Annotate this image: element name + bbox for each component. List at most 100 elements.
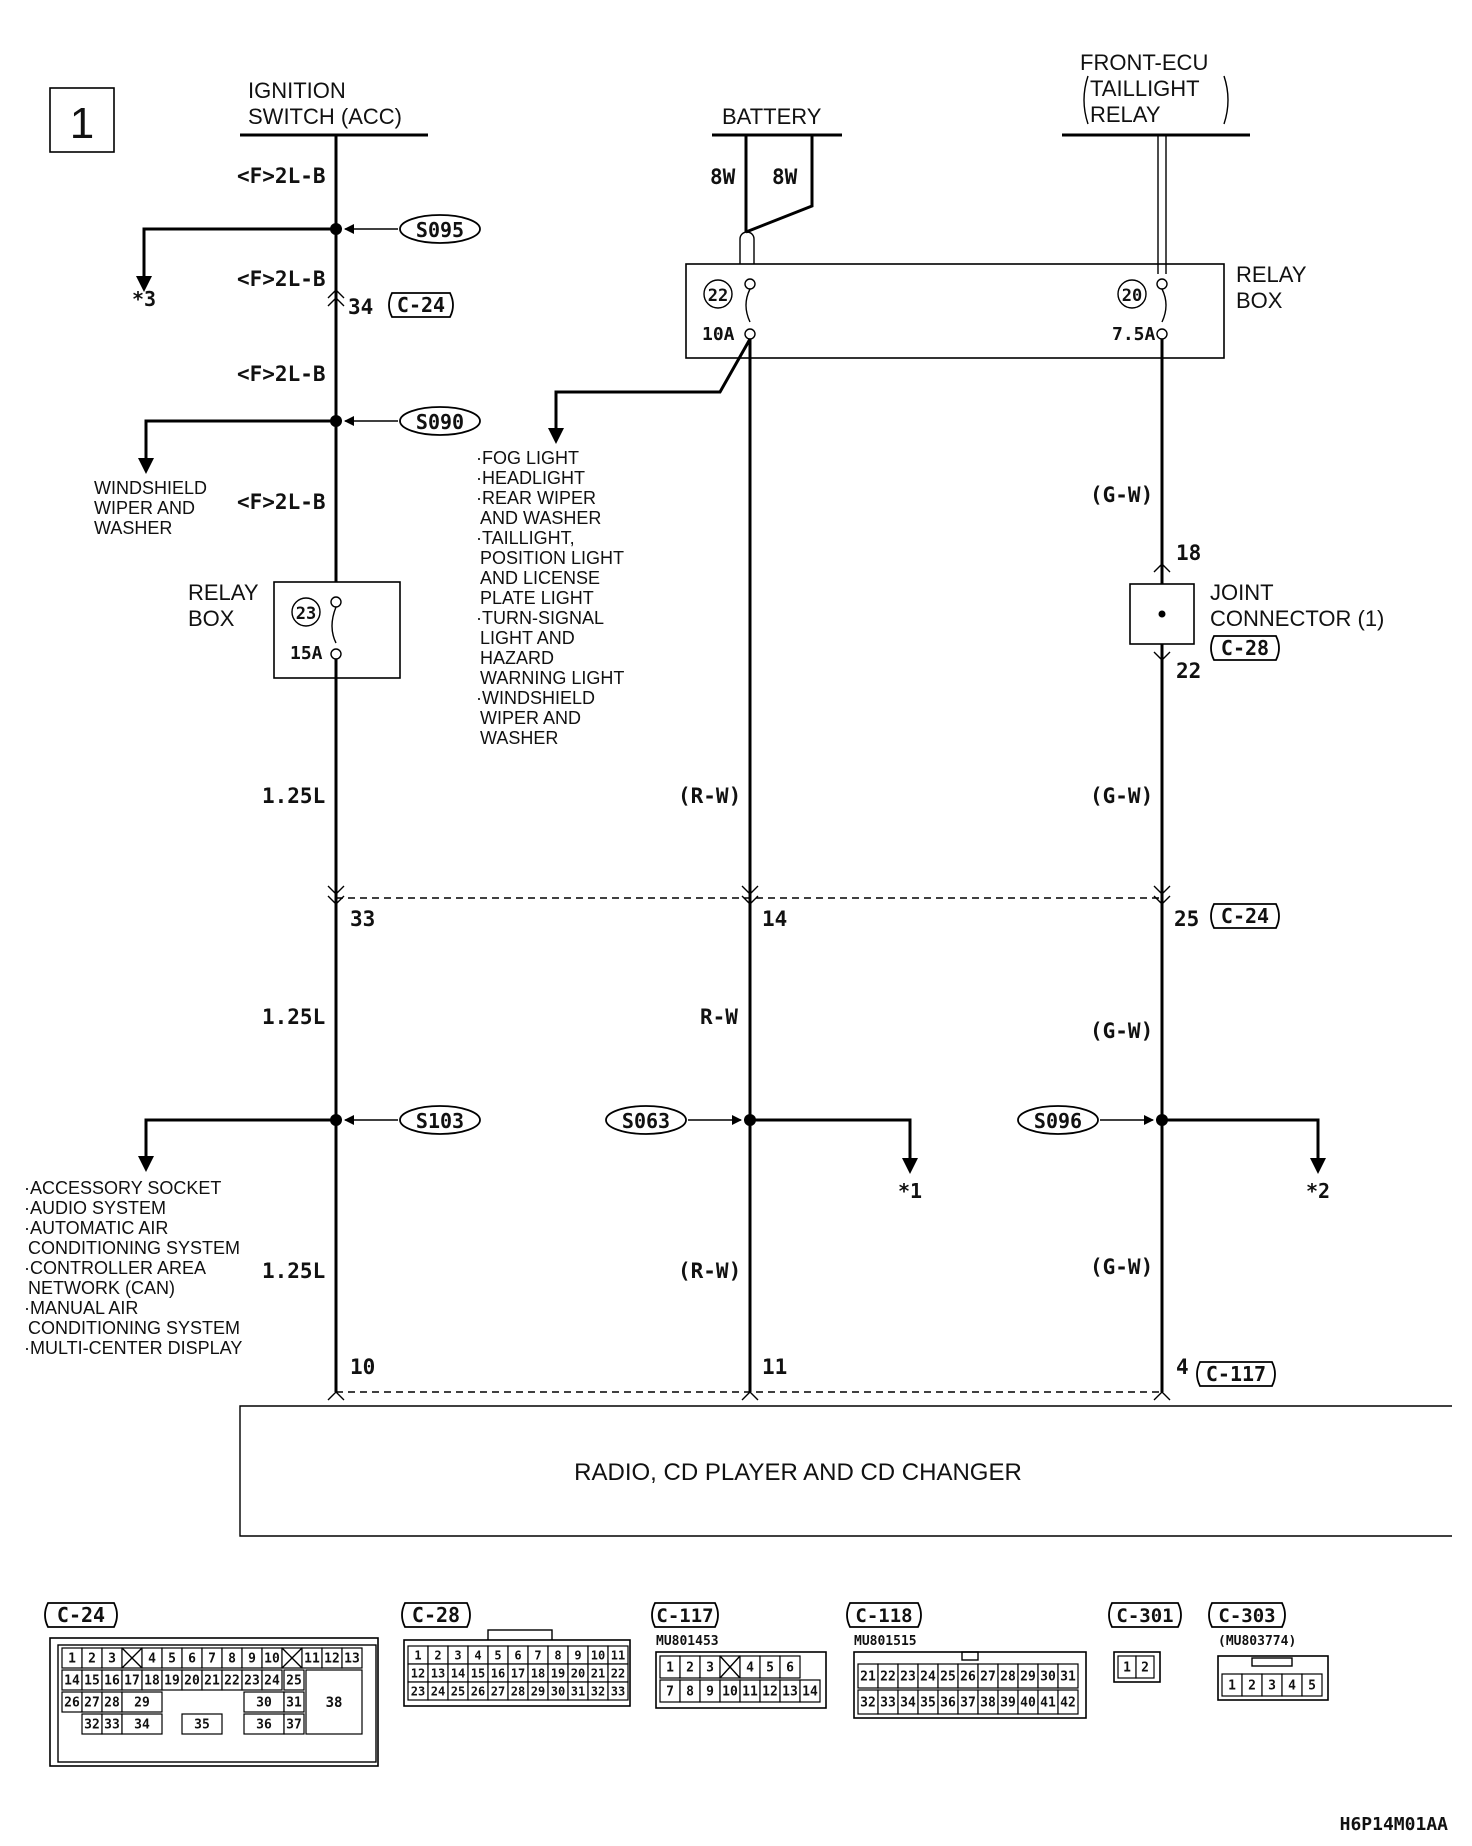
c24-pin-29-label: 29 [134, 1696, 150, 1711]
c24-pin-37-label: 37 [286, 1718, 302, 1733]
c117-crimp-left [327, 1391, 345, 1401]
c24-pin-34-label: 34 [134, 1718, 150, 1733]
splice-s090-pill [399, 406, 481, 436]
c118-part: MU801515 [854, 1634, 917, 1649]
c303-pin-2-label: 2 [1248, 1679, 1256, 1694]
lighting-item-10: LIGHT AND [480, 628, 575, 648]
wire-gw-1: (G-W) [1090, 483, 1153, 507]
branch-lighting-wire [554, 338, 752, 432]
c24-pin-3-label: 3 [108, 1652, 116, 1667]
c24-pin-6-label: 6 [188, 1652, 196, 1667]
acc-item-2: ·AUDIO SYSTEM [24, 1198, 166, 1218]
c24-pin-32-label: 32 [84, 1718, 100, 1733]
c24-pin-11-label: 11 [304, 1652, 320, 1667]
relay-box-upper-label-1: RELAY [1236, 262, 1307, 287]
c24-pin-26-label: 26 [64, 1696, 80, 1711]
branch-acc-wire [144, 1118, 336, 1160]
c28-pin-24-label: 24 [431, 1684, 445, 1698]
c28-pin-18-label: 18 [531, 1666, 545, 1680]
branch-ref2-wire [1162, 1118, 1320, 1162]
c303-pin-3-label: 3 [1268, 1679, 1276, 1694]
c24-pin-25-cell [283, 1669, 305, 1691]
c303-pin-5-cell [1301, 1673, 1323, 1697]
c24-pin-4-label: 4 [148, 1652, 156, 1667]
battery-wire-b [745, 135, 814, 234]
front-ecu-paren-left [1083, 75, 1089, 125]
front-ecu-paren-right [1223, 75, 1229, 125]
lighting-item-7: AND LICENSE [480, 568, 600, 588]
c24-pin-38-label: 38 [326, 1695, 343, 1711]
splice-s063-pill [605, 1105, 687, 1135]
c28-pin-8-label: 8 [554, 1648, 561, 1662]
ref-3: *3 [132, 287, 156, 311]
c24-pin-1-label: 1 [68, 1652, 76, 1667]
c28-pin-12-label: 12 [411, 1666, 425, 1680]
windshield-1: WINDSHIELD [94, 478, 207, 498]
c118-pin-36-label: 36 [940, 1696, 956, 1711]
c28-pin-20-label: 20 [571, 1666, 585, 1680]
c118-pin-33-label: 33 [880, 1696, 896, 1711]
c118-pin-38-label: 38 [980, 1696, 996, 1711]
c24-pin-20-label: 20 [184, 1674, 200, 1689]
wire-f2lb-1: <F>2L-B [237, 164, 326, 188]
c28-pin-16-label: 16 [491, 1666, 505, 1680]
c118-pin-26-label: 26 [960, 1670, 976, 1685]
c118-pin-25-label: 25 [940, 1670, 956, 1685]
lighting-item-4: AND WASHER [480, 508, 601, 528]
acc-item-4: CONDITIONING SYSTEM [28, 1238, 240, 1258]
c118-pin-27-label: 27 [980, 1670, 996, 1685]
c24-pin-38-cell [305, 1669, 363, 1735]
c24-pin-12-label: 12 [324, 1652, 340, 1667]
c28-pin-21-label: 21 [591, 1666, 605, 1680]
fuse-22: 22 [708, 286, 728, 306]
c117-pin-3-label: 3 [706, 1661, 714, 1676]
wire-f2lb-4: <F>2L-B [237, 490, 326, 514]
fuse-20-circle [1117, 279, 1147, 309]
c117-pin-9-label: 9 [706, 1685, 714, 1700]
c301-pin-2-label: 2 [1141, 1661, 1149, 1676]
ref-2: *2 [1306, 1179, 1330, 1203]
c24-pin-24-cell [261, 1669, 283, 1691]
c118-pin-39-label: 39 [1000, 1696, 1016, 1711]
c303-pin-4-label: 4 [1288, 1679, 1296, 1694]
acc-item-7: ·MANUAL AIR [24, 1298, 138, 1318]
wire-125-3: 1.25L [262, 1259, 325, 1283]
acc-item-9: ·MULTI-CENTER DISPLAY [24, 1338, 242, 1358]
fuse-23: 23 [296, 604, 316, 624]
c24-pin-blank3-blank [121, 1647, 143, 1669]
c28-pin-5-label: 5 [494, 1648, 501, 1662]
c118-pin-42-cell [1057, 1689, 1079, 1715]
page-number-box [49, 87, 115, 153]
c28-pin-25-label: 25 [451, 1684, 465, 1698]
c24-pin-9-label: 9 [248, 1652, 256, 1667]
connector-c118-label: C-118 [855, 1605, 912, 1627]
wire-8w-1: 8W [710, 165, 736, 189]
c28-pin-26-label: 26 [471, 1684, 485, 1698]
c303-pin-5-label: 5 [1308, 1679, 1316, 1694]
connector-c301-label: C-301 [1116, 1605, 1173, 1627]
c28-pin-4-label: 4 [474, 1648, 481, 1662]
pin-11: 11 [762, 1355, 787, 1379]
c24-pin-5-label: 5 [168, 1652, 176, 1667]
fuse-23-circle [291, 597, 321, 627]
c118-key [961, 1651, 979, 1661]
c24-pin-13-label: 13 [344, 1652, 360, 1667]
c118-pin-29-label: 29 [1020, 1670, 1036, 1685]
fuse-22-amp: 10A [702, 324, 735, 345]
c28-pin-3-label: 3 [454, 1648, 461, 1662]
c117-pin-7-label: 7 [666, 1685, 674, 1700]
c24-pin-27-label: 27 [84, 1696, 100, 1711]
c24-pin-8-label: 8 [228, 1652, 236, 1667]
c118-pin-24-label: 24 [920, 1670, 936, 1685]
c24-pin-17-label: 17 [124, 1674, 140, 1689]
c118-pin-35-label: 35 [920, 1696, 936, 1711]
c28-pin-13-label: 13 [431, 1666, 445, 1680]
connector-c28-joint: C-28 [1221, 636, 1269, 660]
c24-pin-35-label: 35 [194, 1718, 210, 1733]
wire-rw-2: R-W [700, 1005, 738, 1029]
